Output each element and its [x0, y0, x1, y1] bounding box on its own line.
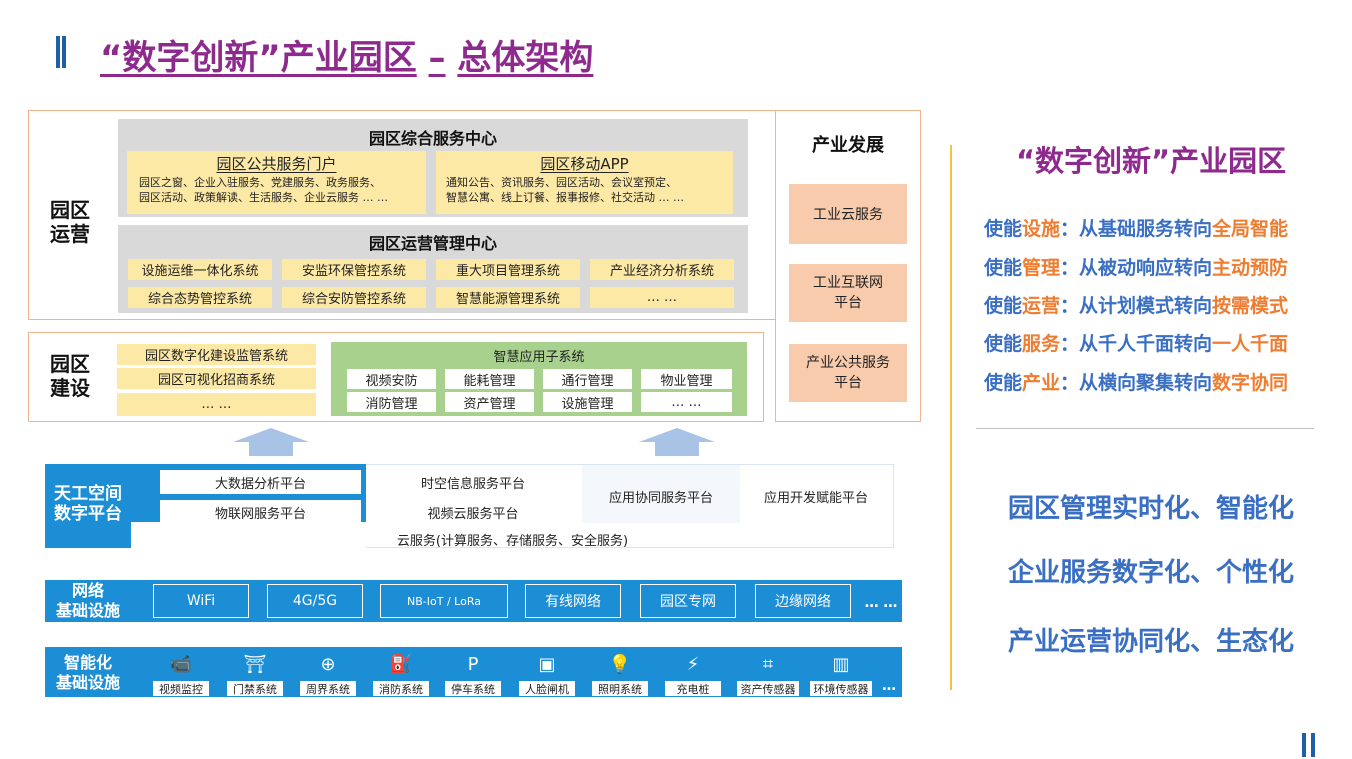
up-arrow-right	[639, 428, 715, 456]
iot-platform[interactable]: 物联网服务平台	[160, 500, 361, 524]
construction-item-more: … …	[117, 393, 316, 416]
network-wired[interactable]: 有线网络	[525, 584, 621, 618]
industry-item-3[interactable]: 产业公共服务 平台	[789, 344, 907, 402]
mgmt-system-2[interactable]: 安监环保管控系统	[282, 259, 426, 280]
network-4g5g[interactable]: 4G/5G	[267, 584, 363, 618]
smart-app-6[interactable]: 资产管理	[445, 392, 534, 412]
enable-line-1: 使能设施：从基础服务转向全局智能	[984, 218, 1289, 240]
network-more: … …	[864, 595, 898, 611]
device-face-gate[interactable]: 人脸闸机	[519, 681, 575, 696]
enable-line-5: 使能产业：从横向聚集转向数字协同	[984, 372, 1289, 394]
network-label: 网络 基础设施	[55, 581, 120, 620]
device-parking[interactable]: 停车系统	[445, 681, 501, 696]
network-band	[45, 580, 902, 622]
app-line-2: 智慧公寓、线上订餐、报事报修、社交活动 … …	[446, 191, 684, 204]
mgmt-system-more: … …	[590, 287, 734, 308]
mgmt-system-6[interactable]: 综合安防管控系统	[282, 287, 426, 308]
smart-app-1[interactable]: 视频安防	[347, 369, 436, 389]
industry-item-1[interactable]: 工业云服务	[789, 184, 907, 244]
smart-app-4[interactable]: 物业管理	[641, 369, 732, 389]
cloud-services[interactable]: 云服务(计算服务、存储服务、安全服务)	[396, 533, 629, 549]
charger-icon: ⚡	[686, 653, 700, 675]
building-icon: ▥	[832, 653, 850, 675]
app-collab-platform[interactable]: 应用协同服务平台	[608, 490, 713, 506]
device-perimeter[interactable]: 周界系统	[300, 681, 356, 696]
construction-item-2[interactable]: 园区可视化招商系统	[117, 368, 316, 389]
video-cloud-platform[interactable]: 视频云服务平台	[427, 506, 519, 522]
mgmt-system-3[interactable]: 重大项目管理系统	[436, 259, 580, 280]
network-private[interactable]: 园区专网	[640, 584, 736, 618]
construction-item-1[interactable]: 园区数字化建设监管系统	[117, 344, 316, 365]
camera-icon: 📹	[169, 653, 193, 675]
goal-3: 产业运营协同化、生态化	[1007, 627, 1294, 657]
extinguisher-icon: ⛽	[389, 653, 413, 675]
big-data-platform[interactable]: 大数据分析平台	[160, 470, 361, 494]
goal-1: 园区管理实时化、智能化	[1007, 494, 1294, 524]
enable-line-2: 使能管理：从被动响应转向主动预防	[984, 257, 1289, 279]
operation-label: 园区 运营	[50, 198, 90, 246]
mgmt-system-7[interactable]: 智慧能源管理系统	[436, 287, 580, 308]
smart-app-3[interactable]: 通行管理	[543, 369, 632, 389]
mgmt-system-1[interactable]: 设施运维一体化系统	[128, 259, 272, 280]
industry-item-2[interactable]: 工业互联网 平台	[789, 264, 907, 322]
up-arrow-left	[233, 428, 309, 456]
right-divider	[950, 145, 952, 690]
app-dev-platform[interactable]: 应用开发赋能平台	[763, 490, 868, 506]
management-center-title: 园区运营管理中心	[368, 234, 497, 253]
sensor-icon: ⌗	[762, 653, 774, 675]
corner-accent-bar	[1302, 733, 1315, 757]
network-wifi[interactable]: WiFi	[153, 584, 249, 618]
digital-platform-label-box	[45, 464, 131, 548]
industry-title: 产业发展	[812, 135, 884, 156]
parking-icon: P	[467, 653, 479, 675]
right-panel-title: “数字创新”产业园区	[1016, 144, 1287, 178]
app-box[interactable]: 园区移动APP 通知公告、资讯服务、园区活动、会议室预定、 智慧公寓、线上订餐、…	[436, 151, 733, 214]
network-edge[interactable]: 边缘网络	[755, 584, 851, 618]
right-separator	[976, 428, 1314, 429]
devices-more: …	[882, 678, 896, 694]
mgmt-system-5[interactable]: 综合态势管控系统	[128, 287, 272, 308]
title-accent-bar	[56, 36, 66, 68]
portal-line-1: 园区之窗、企业入驻服务、党建服务、政务服务、	[139, 176, 381, 189]
service-center-title: 园区综合服务中心	[368, 129, 497, 148]
page-title: “数字创新”产业园区 – 总体架构	[100, 38, 594, 78]
network-nbiot-lora[interactable]: NB-IoT / LoRa	[380, 584, 508, 618]
app-title: 园区移动APP	[540, 154, 629, 173]
device-lighting[interactable]: 照明系统	[592, 681, 648, 696]
smart-app-5[interactable]: 消防管理	[347, 392, 436, 412]
device-env-sensor[interactable]: 环境传感器	[810, 681, 872, 696]
bulb-icon: 💡	[608, 653, 632, 675]
portal-box[interactable]: 园区公共服务门户 园区之窗、企业入驻服务、党建服务、政务服务、 园区活动、政策解…	[127, 151, 426, 214]
smart-app-2[interactable]: 能耗管理	[445, 369, 534, 389]
smart-app-more: … …	[641, 392, 732, 412]
mgmt-system-4[interactable]: 产业经济分析系统	[590, 259, 734, 280]
device-video[interactable]: 视频监控	[153, 681, 209, 696]
digital-platform-label: 天工空间 数字平台	[54, 484, 122, 524]
device-asset-sensor[interactable]: 资产传感器	[737, 681, 799, 696]
smart-app-7[interactable]: 设施管理	[543, 392, 632, 412]
goal-2: 企业服务数字化、个性化	[1007, 558, 1294, 588]
devices-label: 智能化 基础设施	[55, 653, 120, 692]
gate-icon: ⛩	[243, 653, 267, 675]
collab-cell-bg	[582, 465, 740, 523]
portal-title: 园区公共服务门户	[216, 154, 337, 173]
device-charger[interactable]: 充电桩	[665, 681, 721, 696]
portal-line-2: 园区活动、政策解读、生活服务、企业云服务 … …	[139, 191, 388, 204]
construction-label: 园区 建设	[50, 352, 90, 400]
smart-apps-title: 智慧应用子系统	[493, 349, 585, 365]
spatial-info-platform[interactable]: 时空信息服务平台	[420, 476, 525, 492]
device-access[interactable]: 门禁系统	[227, 681, 283, 696]
face-gate-icon: ▣	[538, 653, 556, 675]
globe-icon: ⊕	[320, 653, 336, 675]
device-fire[interactable]: 消防系统	[373, 681, 429, 696]
enable-line-4: 使能服务：从千人千面转向一人千面	[984, 333, 1289, 355]
app-line-1: 通知公告、资讯服务、园区活动、会议室预定、	[446, 176, 677, 189]
enable-line-3: 使能运营：从计划模式转向按需模式	[984, 295, 1289, 317]
